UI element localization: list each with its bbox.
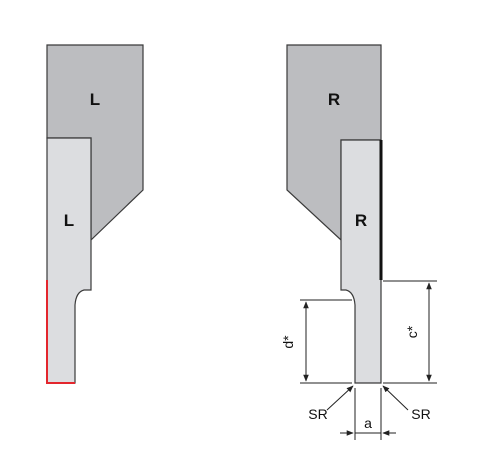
radius-right: SR [382,385,431,422]
dimension-a: a [340,388,396,440]
radius-left: SR [308,385,354,422]
left-tool: L L [46,44,144,384]
left-cutting-edge [46,280,75,384]
right-insert-label: R [355,211,367,230]
dimension-a-label: a [364,415,372,431]
left-insert-label: L [64,211,74,230]
left-insert [46,137,92,384]
radius-right-label: SR [411,406,430,422]
right-insert [340,139,382,384]
dimension-d: d* [280,299,352,384]
left-holder-label: L [90,90,100,109]
dimension-c: c* [383,280,437,384]
radius-left-label: SR [308,406,327,422]
dimension-c-label: c* [404,325,420,338]
dimension-d-label: d* [280,335,296,349]
right-tool: R R [286,44,383,384]
right-holder-label: R [328,90,340,109]
